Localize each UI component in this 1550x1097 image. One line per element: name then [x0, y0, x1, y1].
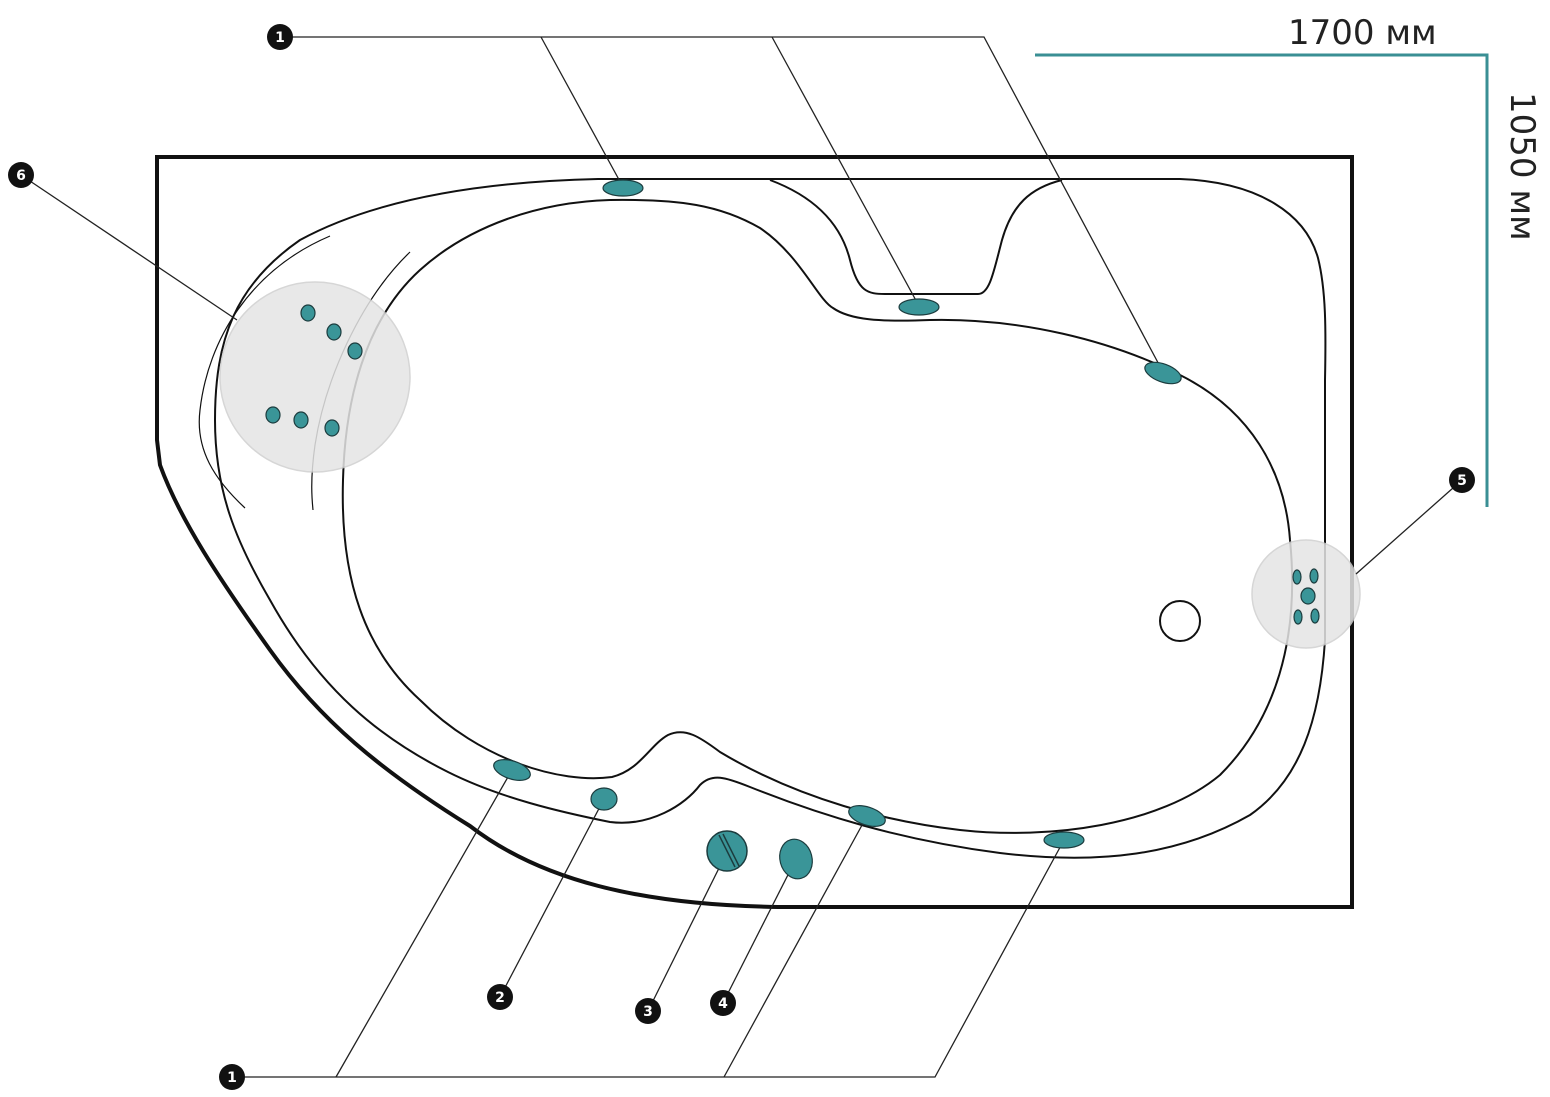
side-jet	[493, 759, 531, 781]
headrest-recess	[769, 179, 1063, 295]
side-jets	[493, 179, 1182, 849]
marker-circle	[487, 984, 513, 1010]
control-button	[779, 838, 813, 880]
marker-circle	[635, 998, 661, 1024]
marker-2: 2	[487, 984, 513, 1010]
marker-6: 6	[8, 162, 34, 188]
marker-circle	[710, 990, 736, 1016]
zone-highlight	[219, 281, 411, 473]
leader-line-2	[499, 798, 605, 998]
marker-number: 3	[643, 1004, 653, 1020]
leader-line-6	[20, 174, 238, 321]
back-jet	[326, 323, 342, 341]
marker-circle	[267, 24, 293, 50]
back-jet	[265, 406, 281, 424]
dimension-lines: 1700 мм 1050 мм	[1035, 13, 1542, 507]
side-jet	[1144, 361, 1182, 385]
leader-line-5	[1355, 479, 1463, 575]
leader-line-1-top	[771, 36, 920, 307]
marker-5: 5	[1449, 467, 1475, 493]
foot-jet	[1300, 587, 1316, 605]
back-jet	[300, 304, 316, 322]
marker-circle	[1449, 467, 1475, 493]
length-dimension-label: 1700 мм	[1288, 13, 1437, 53]
marker-4: 4	[710, 990, 736, 1016]
air-control	[590, 787, 618, 811]
side-jet	[1043, 831, 1085, 849]
leader-line-1-top	[540, 36, 624, 188]
foot-jet	[1310, 608, 1320, 624]
foot-jet	[1292, 569, 1302, 585]
marker-3: 3	[635, 998, 661, 1024]
marker-circle	[8, 162, 34, 188]
leader-line-4	[722, 858, 797, 1004]
control-knob	[706, 830, 748, 872]
foot-massage-zone	[1251, 539, 1361, 649]
side-jet	[602, 179, 644, 197]
marker-number: 5	[1457, 473, 1467, 489]
tub-rim-outline	[213, 178, 1327, 859]
knob-slot	[718, 834, 736, 868]
back-jet	[293, 411, 309, 429]
tub-basin-outline	[341, 198, 1294, 834]
marker-number: 2	[495, 990, 505, 1006]
knob-slot	[722, 833, 740, 867]
marker-number: 6	[16, 168, 26, 184]
side-jet	[898, 298, 940, 316]
tub-frame-outline	[155, 155, 1354, 909]
back-jet	[324, 419, 340, 437]
seat-contour-arc	[198, 235, 331, 509]
marker-1-bottom: 1	[219, 1064, 245, 1090]
back-massage-zone	[219, 281, 411, 473]
marker-number: 1	[227, 1070, 237, 1086]
leader-line-1-bottom	[723, 815, 868, 1078]
foot-jet	[1309, 568, 1319, 584]
marker-circle	[219, 1064, 245, 1090]
drain-outlet	[1159, 600, 1201, 642]
leader-line-1-bottom	[232, 839, 1065, 1078]
marker-number: 4	[718, 996, 728, 1012]
leader-line-3	[647, 851, 728, 1012]
leader-line-1-top	[280, 36, 1164, 373]
leader-line-1-bottom	[335, 769, 513, 1078]
marker-1-top: 1	[267, 24, 293, 50]
dimension-line	[1035, 53, 1489, 507]
width-dimension-label: 1050 мм	[1502, 92, 1542, 241]
back-jet	[347, 342, 363, 360]
side-jet	[848, 805, 886, 827]
leader-lines	[20, 36, 1463, 1078]
foot-jet	[1293, 609, 1303, 625]
marker-number: 1	[275, 30, 285, 46]
